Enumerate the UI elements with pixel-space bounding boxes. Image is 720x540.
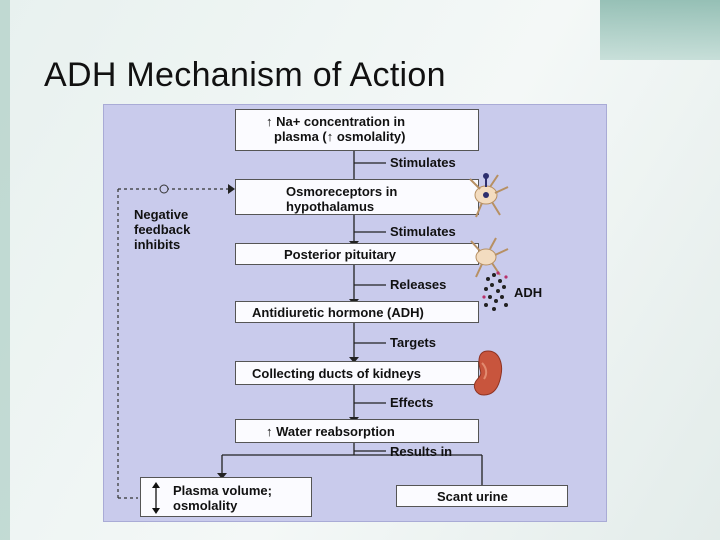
kidney-icon [473,350,503,396]
connector-effects: Effects [390,395,434,410]
background-stripe [0,0,10,540]
sodium-concentration-box: ↑ Na+ concentration in plasma (↑ osmolal… [235,109,479,151]
osmoreceptors-line2: hypothalamus [286,199,375,214]
plasma-volume-line2: osmolality [173,498,238,513]
scant-urine-box: Scant urine [396,485,568,507]
slide-title: ADH Mechanism of Action [44,56,446,94]
connector-stimulates-1: Stimulates [390,155,456,170]
negative-feedback-note: Negative feedback inhibits [134,207,190,252]
posterior-pituitary-box: Posterior pituitary [235,243,479,265]
osmoreceptors-box: Osmoreceptors in hypothalamus [235,179,479,215]
connector-lines [117,151,487,499]
plasma-volume-box: Plasma volume; osmolality [140,477,312,517]
water-reabsorption-label: ↑ Water reabsorption [266,424,395,439]
collecting-ducts-label: Collecting ducts of kidneys [252,366,422,381]
up-down-arrow-icon [152,482,160,514]
adh-granules-icon [482,271,508,311]
negative-feedback-line1: Negative [134,207,189,222]
water-reabsorption-box: ↑ Water reabsorption [235,419,479,443]
hypothalamus-neuron-icon [469,173,509,218]
adh-hormone-box: Antidiuretic hormone (ADH) [235,301,479,323]
plasma-volume-line1: Plasma volume; [173,483,272,498]
adh-flow-diagram: ↑ Na+ concentration in plasma (↑ osmolal… [103,104,607,522]
posterior-pituitary-label: Posterior pituitary [284,247,396,262]
negative-feedback-line3: inhibits [134,237,181,252]
pituitary-neuron-icon [470,237,509,278]
sodium-concentration-line2: plasma (↑ osmolality) [274,129,406,144]
background-corner-gradient [600,0,720,60]
adh-hormone-label: Antidiuretic hormone (ADH) [252,305,424,320]
osmoreceptors-line1: Osmoreceptors in [286,184,398,199]
connector-results-in: Results in [390,444,453,459]
connector-stimulates-2: Stimulates [390,224,456,239]
adh-label: ADH [514,285,543,300]
collecting-ducts-box: Collecting ducts of kidneys [235,361,479,385]
connector-targets: Targets [390,335,436,350]
negative-feedback-line2: feedback [134,222,191,237]
sodium-concentration-line1: ↑ Na+ concentration in [266,114,406,129]
connector-releases: Releases [390,277,447,292]
scant-urine-label: Scant urine [437,489,508,504]
